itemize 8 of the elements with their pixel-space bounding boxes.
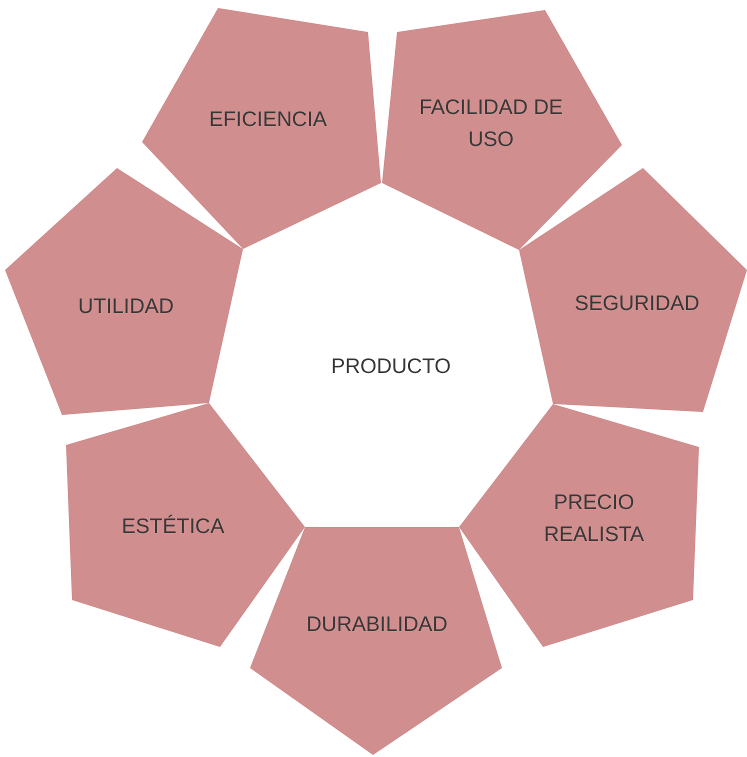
pentagon-label: PRECIO REALISTA xyxy=(543,490,645,548)
pentagon-label: FACILIDAD DE USO xyxy=(418,95,564,153)
pentagon-label: SEGURIDAD xyxy=(574,291,700,317)
pentagon-label: EFICIENCIA xyxy=(208,107,328,133)
pentagon-label: DURABILIDAD xyxy=(305,612,449,638)
center-label: PRODUCTO xyxy=(330,354,452,380)
pentagon-label: ESTÉTICA xyxy=(120,514,226,540)
pentagon-label: UTILIDAD xyxy=(77,294,175,320)
